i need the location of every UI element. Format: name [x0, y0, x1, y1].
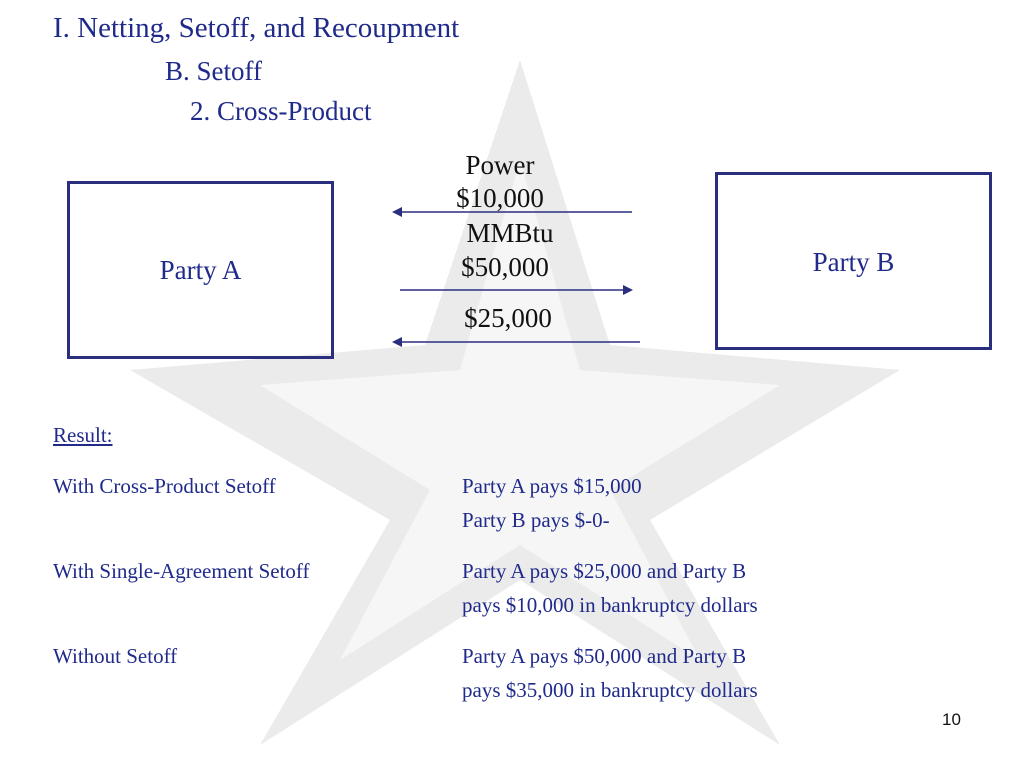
- flow-mmbtu-label: MMBtu: [466, 218, 554, 248]
- party-b-box: Party B: [715, 172, 992, 350]
- arrow-right-mmbtu: [400, 285, 633, 295]
- result-row-line1-single-agreement: Party A pays $25,000 and Party B: [462, 559, 747, 583]
- heading-title: I. Netting, Setoff, and Recoupment: [53, 12, 460, 44]
- party-b-label: Party B: [812, 247, 895, 277]
- party-a-box: Party A: [67, 181, 334, 359]
- flow-mmbtu-amount: $50,000: [461, 252, 549, 282]
- arrow-left-power: [392, 207, 632, 217]
- flow-payment-amount: $25,000: [464, 303, 552, 333]
- page-number: 10: [942, 710, 961, 729]
- result-row-line1-cross-product: Party A pays $15,000: [462, 474, 642, 498]
- result-row-label-without-setoff: Without Setoff: [53, 644, 178, 668]
- result-heading: Result:: [53, 423, 113, 447]
- result-row-line1-without-setoff: Party A pays $50,000 and Party B: [462, 644, 747, 668]
- heading-subtitle: B. Setoff: [165, 56, 263, 86]
- flow-power-label: Power: [465, 150, 535, 180]
- arrow-left-payment: [392, 337, 640, 347]
- result-row-label-single-agreement: With Single-Agreement Setoff: [53, 559, 310, 583]
- result-row-line2-single-agreement: pays $10,000 in bankruptcy dollars: [462, 593, 758, 617]
- heading-section: 2. Cross-Product: [190, 96, 372, 126]
- flow-power-amount: $10,000: [456, 183, 544, 213]
- result-row-line2-cross-product: Party B pays $-0-: [462, 508, 610, 532]
- result-row-line2-without-setoff: pays $35,000 in bankruptcy dollars: [462, 678, 758, 702]
- result-row-label-cross-product: With Cross-Product Setoff: [53, 474, 276, 498]
- party-a-label: Party A: [159, 255, 242, 285]
